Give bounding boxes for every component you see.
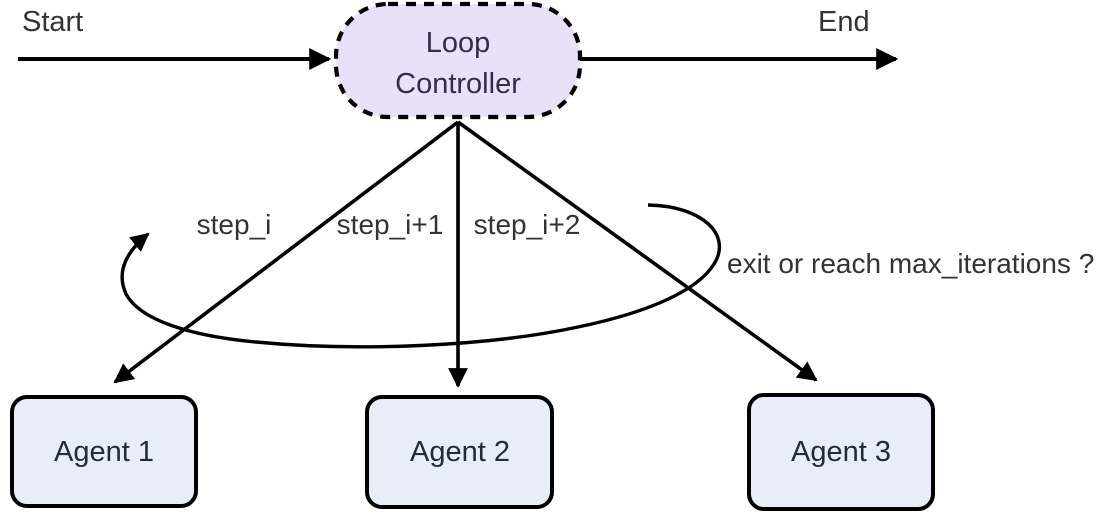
- agent-2-label: Agent 2: [410, 436, 510, 468]
- loop-back-edge: [120, 203, 721, 349]
- edge-step-i: [113, 120, 460, 384]
- loop-controller-label-line1: Loop: [426, 27, 491, 59]
- loop-condition-label: exit or reach max_iterations ?: [727, 248, 1094, 279]
- agent-2-node: [365, 395, 554, 509]
- end-label: End: [818, 6, 870, 38]
- agent-1-label: Agent 1: [54, 436, 154, 468]
- step-i-plus-1-label: step_i+1: [337, 209, 444, 240]
- loop-controller-node: [333, 1, 583, 120]
- agent-3-node: [747, 393, 935, 511]
- agent-1-node: [10, 395, 198, 508]
- start-label: Start: [22, 6, 83, 38]
- step-i-plus-2-label: step_i+2: [474, 209, 581, 240]
- edge-step-i-plus-2: [456, 120, 818, 382]
- agent-3-label: Agent 3: [791, 436, 891, 468]
- loop-controller-label-line2: Controller: [395, 68, 521, 100]
- step-i-label: step_i: [197, 209, 272, 240]
